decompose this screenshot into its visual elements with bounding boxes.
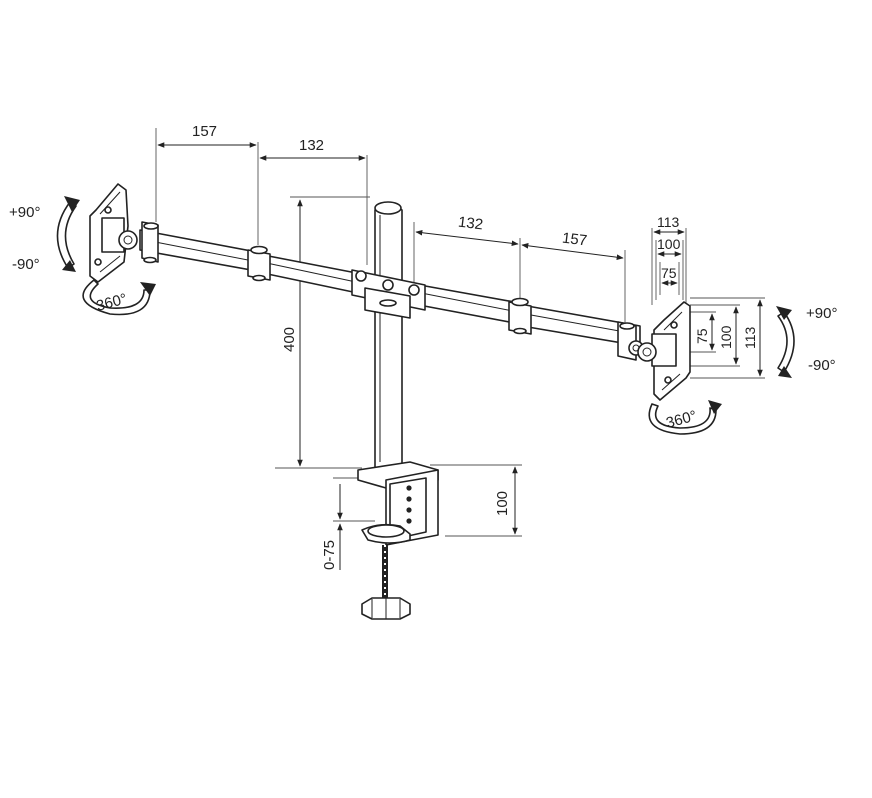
right-tilt-arrow	[776, 306, 795, 378]
desk-clamp	[357, 461, 439, 620]
dimension-lines	[155, 128, 765, 570]
left-vesa-plate	[89, 183, 138, 283]
right-vesa-plate	[637, 301, 691, 401]
dim-clamp-range: 0-75	[321, 540, 338, 570]
dim-left-arm-outer: 157	[192, 123, 217, 140]
dim-vesa-75-top: 75	[661, 265, 677, 281]
dim-right-arm-inner: 132	[457, 214, 484, 234]
dim-vesa-113-top: 113	[657, 214, 680, 230]
label-left-tilt-up: +90°	[9, 204, 40, 221]
pole-collar	[351, 269, 426, 319]
left-arm	[139, 221, 373, 297]
dim-left-arm-inner: 132	[299, 137, 324, 154]
pole	[374, 201, 403, 469]
left-tilt-arrow	[56, 196, 80, 272]
dim-vesa-113-side: 113	[742, 326, 758, 349]
label-right-tilt-up: +90°	[806, 305, 837, 322]
dim-pole-height: 400	[281, 327, 298, 352]
dim-vesa-100-side: 100	[718, 325, 734, 349]
right-rotate-arrow	[648, 400, 722, 435]
dim-clamp-height: 100	[494, 491, 511, 516]
right-arm	[402, 281, 644, 361]
dim-vesa-100-top: 100	[657, 236, 681, 252]
dim-vesa-75-side: 75	[694, 328, 710, 344]
left-rotate-arrow	[82, 279, 156, 316]
label-right-tilt-down: -90°	[808, 357, 836, 374]
label-left-tilt-down: -90°	[12, 256, 40, 273]
dim-right-arm-outer: 157	[561, 230, 588, 250]
